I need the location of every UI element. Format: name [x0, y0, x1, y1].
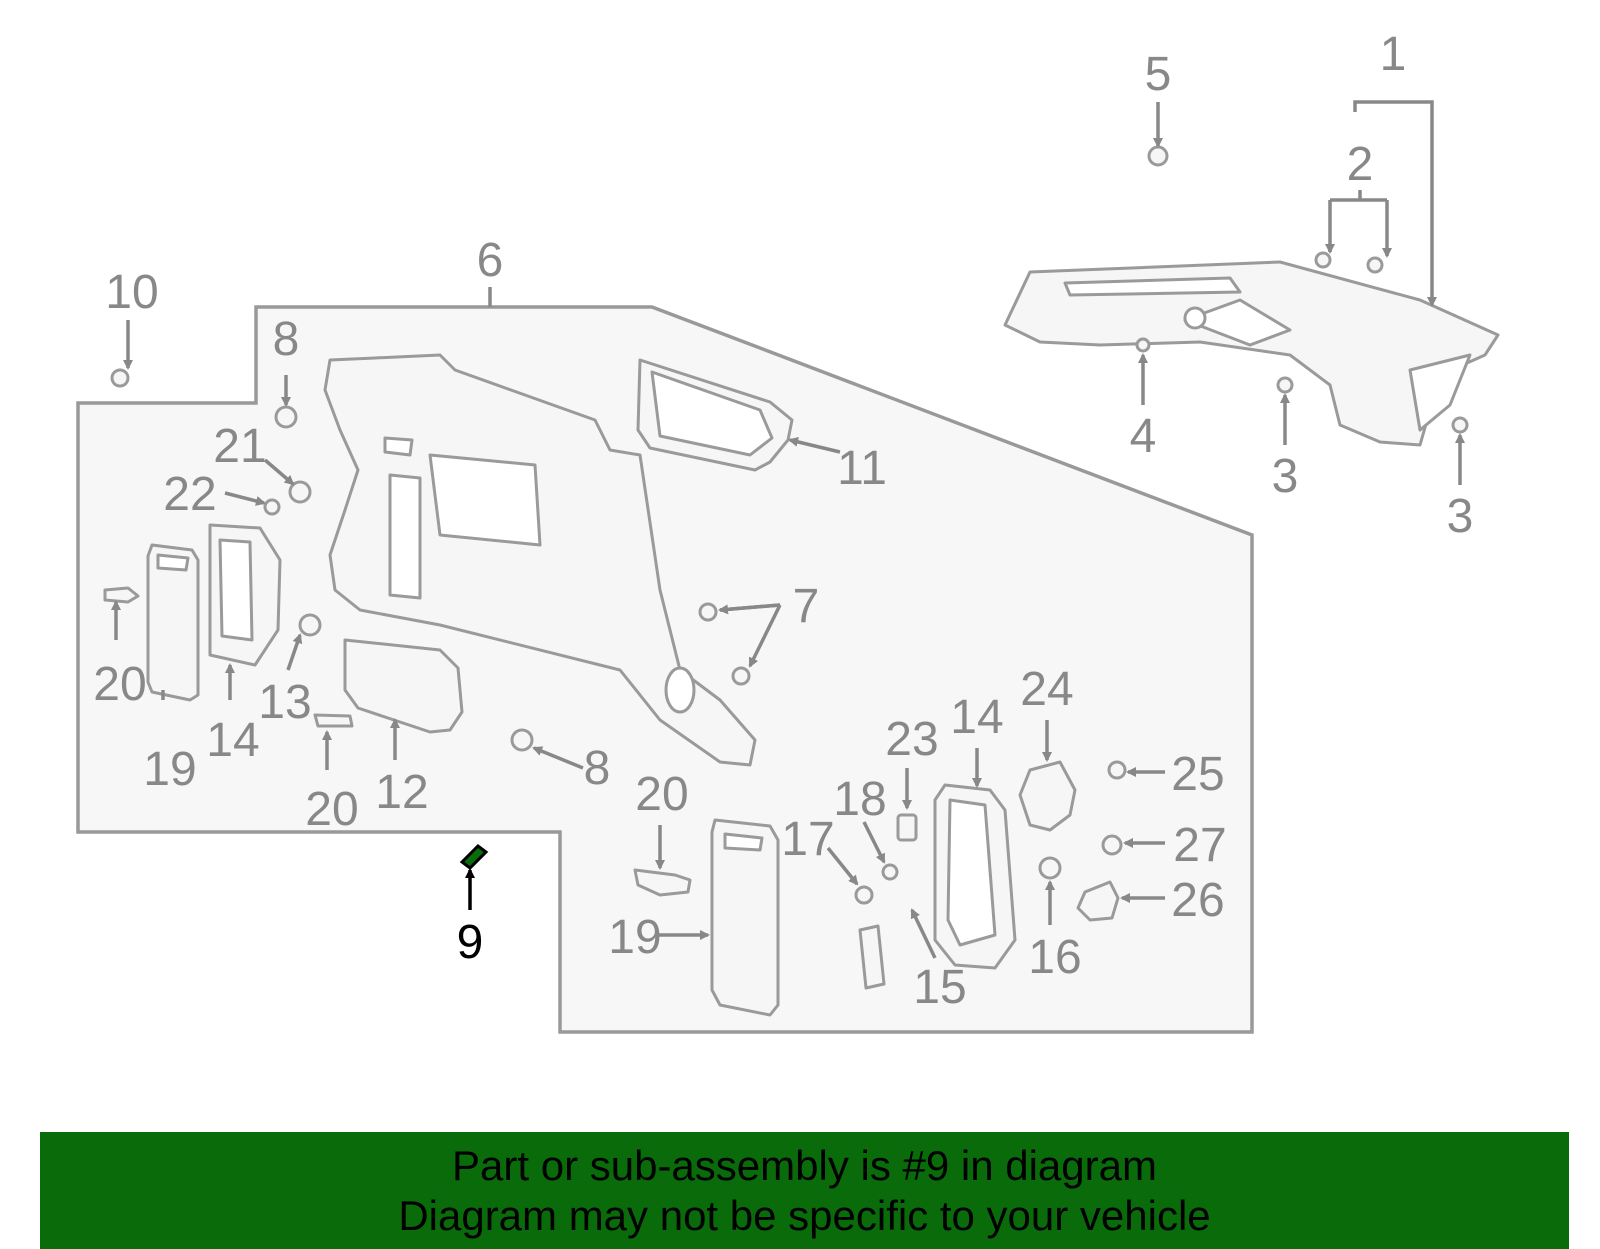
callout-21: 21 — [213, 420, 266, 473]
callout-14b: 14 — [950, 691, 1003, 744]
callout-numbers: 1 2 3 3 4 5 6 7 8 8 9 10 11 12 13 14 14 … — [93, 28, 1473, 1014]
part-2-nut-b — [1366, 256, 1384, 274]
callout-20b: 20 — [305, 783, 358, 836]
callout-20c: 20 — [635, 768, 688, 821]
part-7-clip-b — [731, 666, 751, 686]
callout-8b: 8 — [584, 742, 611, 795]
callout-10: 10 — [105, 266, 158, 319]
part-11-pocket — [636, 358, 794, 472]
callout-19b: 19 — [608, 911, 661, 964]
part-13-fastener — [298, 613, 322, 637]
part-17-grommet — [854, 885, 874, 905]
part-9-highlighted — [459, 844, 489, 870]
part-14-right-frame — [933, 783, 1017, 970]
part-19-left-panel — [146, 543, 200, 702]
callout-25: 25 — [1171, 748, 1224, 801]
part-25-button — [1107, 760, 1127, 780]
part-8-clip-top — [274, 405, 298, 429]
part-10-screw — [110, 368, 130, 388]
callout-27: 27 — [1173, 819, 1226, 872]
part-4-screw — [1135, 337, 1151, 353]
part-3-screw-b — [1451, 416, 1469, 434]
callout-20a: 20 — [93, 658, 146, 711]
callout-22: 22 — [163, 468, 216, 521]
part-1-trim-panel — [1003, 260, 1500, 447]
callout-14a: 14 — [206, 714, 259, 767]
callout-23: 23 — [885, 713, 938, 766]
part-14-left-frame — [208, 523, 282, 667]
callout-2: 2 — [1347, 138, 1374, 191]
callout-5: 5 — [1145, 48, 1172, 101]
info-banner: Part or sub-assembly is #9 in diagram Di… — [40, 1132, 1569, 1249]
part-27-clip — [1101, 834, 1123, 856]
part-22-clip — [263, 498, 281, 516]
callout-17: 17 — [781, 813, 834, 866]
callout-11: 11 — [837, 442, 887, 495]
part-20-center-clip — [313, 713, 354, 728]
callout-9: 9 — [457, 916, 484, 969]
part-5-nut — [1147, 145, 1169, 167]
part-21-screw — [288, 480, 312, 504]
callout-3b: 3 — [1447, 490, 1474, 543]
part-19-right-panel — [710, 818, 780, 1017]
callout-12: 12 — [375, 766, 428, 819]
callout-8a: 8 — [273, 313, 300, 366]
part-26-block — [1076, 880, 1120, 922]
leader-lines — [111, 100, 1465, 959]
callout-6: 6 — [477, 234, 504, 287]
part-16-cap — [1038, 856, 1062, 880]
part-12-cover — [343, 638, 464, 734]
callout-4: 4 — [1130, 410, 1157, 463]
banner-line-2: Diagram may not be specific to your vehi… — [398, 1191, 1211, 1239]
callout-16: 16 — [1028, 931, 1081, 984]
callout-24: 24 — [1020, 663, 1073, 716]
banner-line-1: Part or sub-assembly is #9 in diagram — [452, 1141, 1157, 1189]
callout-26: 26 — [1171, 874, 1224, 927]
parts-diagram: 1 2 3 3 4 5 6 7 8 8 9 10 11 12 13 14 14 … — [76, 28, 1500, 1034]
callout-7: 7 — [793, 580, 820, 633]
callout-15: 15 — [913, 961, 966, 1014]
part-23-cube — [896, 813, 918, 842]
part-18-ring — [881, 863, 899, 881]
part-2-nut-a — [1314, 251, 1332, 269]
part-20-left-clip — [103, 586, 140, 604]
part-6-quarter-panel — [323, 353, 757, 767]
callout-1: 1 — [1380, 28, 1407, 81]
part-7-clip-a — [698, 602, 718, 622]
callout-19a: 19 — [143, 743, 196, 796]
part-15-vent — [858, 924, 886, 990]
part-20-clip — [633, 868, 692, 897]
callout-3a: 3 — [1272, 450, 1299, 503]
callout-13: 13 — [258, 676, 311, 729]
part-24-bracket — [1018, 760, 1077, 832]
part-3-screw-a — [1276, 376, 1294, 394]
callout-18: 18 — [833, 773, 886, 826]
part-8-clip-bottom — [510, 728, 534, 752]
